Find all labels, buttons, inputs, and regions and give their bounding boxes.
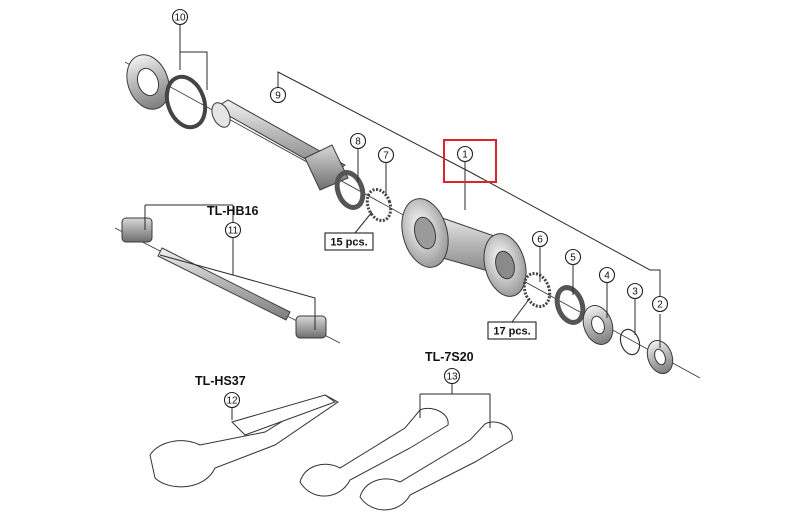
callout-2: 2 bbox=[651, 295, 669, 313]
part-4-cone bbox=[582, 305, 614, 345]
svg-text:2: 2 bbox=[657, 300, 663, 311]
part-3-seal bbox=[619, 328, 641, 356]
svg-text:5: 5 bbox=[570, 253, 576, 264]
svg-text:10: 10 bbox=[174, 13, 186, 24]
svg-text:15 pcs.: 15 pcs. bbox=[330, 237, 367, 249]
svg-text:7: 7 bbox=[383, 151, 389, 162]
callout-13: 13 bbox=[443, 367, 461, 385]
leader-lines bbox=[144, 24, 661, 428]
svg-text:12: 12 bbox=[226, 396, 238, 407]
callout-8: 8 bbox=[349, 132, 367, 150]
part-2-locknut bbox=[646, 340, 674, 374]
part-1-hub-shell bbox=[401, 198, 527, 297]
svg-text:1: 1 bbox=[462, 150, 468, 161]
callout-12: 12 bbox=[223, 391, 241, 409]
svg-text:9: 9 bbox=[275, 91, 281, 102]
part-8-washer bbox=[334, 170, 366, 210]
svg-text:8: 8 bbox=[355, 137, 361, 148]
tool-label-hb16: TL-HB16 bbox=[207, 204, 258, 218]
svg-text:17 pcs.: 17 pcs. bbox=[493, 326, 530, 338]
tool-label-hs37: TL-HS37 bbox=[195, 374, 246, 388]
quantity-box-right: 17 pcs. bbox=[487, 321, 537, 340]
tool-tl-7s20 bbox=[299, 407, 513, 511]
part-5-washer bbox=[554, 285, 586, 325]
part-10-locknut bbox=[126, 54, 208, 130]
callout-9: 9 bbox=[269, 86, 287, 104]
quantity-box-left: 15 pcs. bbox=[324, 232, 374, 251]
callout-11: 11 bbox=[224, 221, 242, 239]
callout-4: 4 bbox=[598, 266, 616, 284]
svg-text:6: 6 bbox=[537, 235, 543, 246]
callout-6: 6 bbox=[531, 230, 549, 248]
svg-text:4: 4 bbox=[604, 271, 610, 282]
part-7-bearings bbox=[365, 188, 393, 222]
part-9-axle bbox=[211, 99, 349, 191]
tool-tl-hs37 bbox=[149, 394, 339, 488]
part-6-bearings bbox=[522, 272, 552, 308]
highlight-box-part-1 bbox=[443, 139, 497, 183]
callout-10: 10 bbox=[171, 8, 189, 26]
tool-label-7s20: TL-7S20 bbox=[425, 350, 474, 364]
svg-text:11: 11 bbox=[228, 226, 239, 237]
svg-text:13: 13 bbox=[446, 372, 458, 383]
callout-7: 7 bbox=[377, 146, 395, 164]
svg-text:3: 3 bbox=[632, 287, 638, 298]
callout-3: 3 bbox=[626, 282, 644, 300]
callout-5: 5 bbox=[564, 248, 582, 266]
callout-1: 1 bbox=[456, 145, 474, 163]
